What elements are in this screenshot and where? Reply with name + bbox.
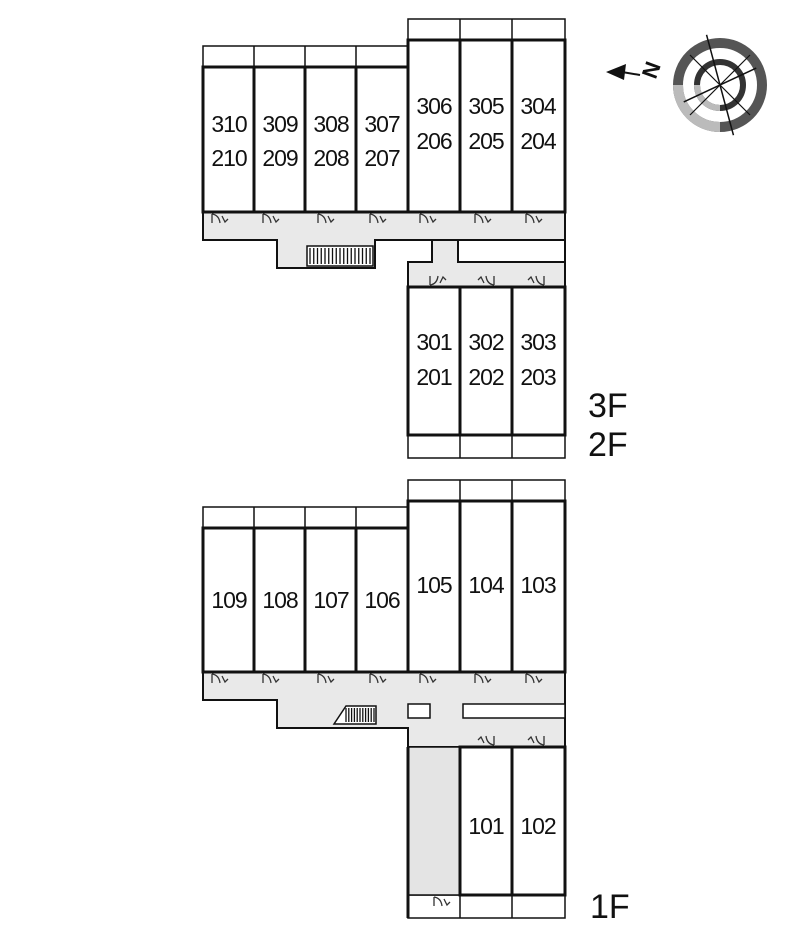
unit-101 bbox=[458, 745, 514, 897]
label-206: 206 bbox=[416, 128, 452, 154]
door-swing-icon bbox=[433, 896, 451, 907]
label-204: 204 bbox=[520, 128, 557, 154]
door-swing-icon bbox=[419, 673, 437, 684]
ground-stairs bbox=[332, 705, 377, 725]
floor-label-2f: 2F bbox=[588, 426, 628, 464]
floor-label-3f: 3F bbox=[588, 387, 628, 425]
unit-302-202 bbox=[458, 285, 514, 437]
ground-south-balcony bbox=[407, 894, 566, 919]
label-305: 305 bbox=[468, 93, 504, 119]
label-301: 301 bbox=[416, 329, 452, 355]
door-swing-icon bbox=[211, 673, 229, 684]
door-swing-icon bbox=[527, 735, 545, 746]
door-swing-icon bbox=[429, 275, 447, 286]
corridor-box bbox=[407, 703, 431, 719]
label-103: 103 bbox=[520, 572, 556, 598]
label-210: 210 bbox=[211, 145, 247, 171]
floor-label-1f: 1F bbox=[590, 888, 630, 926]
unit-304-204 bbox=[510, 38, 567, 214]
label-108: 108 bbox=[262, 587, 298, 613]
door-swing-icon bbox=[477, 275, 495, 286]
label-208: 208 bbox=[313, 145, 349, 171]
compass-rose-icon: N bbox=[606, 34, 767, 136]
unit-308-208 bbox=[303, 65, 358, 214]
unit-307-207 bbox=[354, 65, 410, 214]
label-205: 205 bbox=[468, 128, 504, 154]
unit-306-206 bbox=[406, 38, 462, 214]
upper-east-balcony bbox=[407, 18, 566, 41]
unit-305-205 bbox=[458, 38, 514, 214]
label-105: 105 bbox=[416, 572, 452, 598]
label-307: 307 bbox=[364, 111, 400, 137]
label-106: 106 bbox=[364, 587, 400, 613]
unit-109 bbox=[201, 526, 256, 674]
unit-102 bbox=[510, 745, 567, 897]
ground-doors bbox=[211, 673, 545, 907]
upper-south-balcony bbox=[407, 434, 566, 459]
ground-shared-space bbox=[407, 746, 461, 896]
upper-floor-plan: 310 210 309 209 308 208 307 207 306 206 … bbox=[201, 18, 628, 464]
door-swing-icon bbox=[317, 673, 335, 684]
label-202: 202 bbox=[468, 364, 504, 390]
unit-103 bbox=[510, 499, 567, 674]
unit-108 bbox=[252, 526, 307, 674]
upper-doors bbox=[211, 213, 545, 286]
label-109: 109 bbox=[211, 587, 247, 613]
corridor-bench bbox=[462, 703, 566, 719]
door-swing-icon bbox=[474, 213, 492, 224]
label-104: 104 bbox=[468, 572, 505, 598]
label-303: 303 bbox=[520, 329, 556, 355]
label-203: 203 bbox=[520, 364, 556, 390]
label-209: 209 bbox=[262, 145, 298, 171]
door-swing-icon bbox=[369, 673, 387, 684]
door-swing-icon bbox=[419, 213, 437, 224]
unit-303-203 bbox=[510, 285, 567, 437]
door-swing-icon bbox=[262, 213, 280, 224]
label-302: 302 bbox=[468, 329, 504, 355]
label-304: 304 bbox=[520, 93, 557, 119]
door-swing-icon bbox=[317, 213, 335, 224]
door-swing-icon bbox=[262, 673, 280, 684]
ground-corridor-area bbox=[202, 671, 566, 748]
door-swing-icon bbox=[477, 735, 495, 746]
label-207: 207 bbox=[364, 145, 400, 171]
label-101: 101 bbox=[468, 813, 504, 839]
door-swing-icon bbox=[211, 213, 229, 224]
door-swing-icon bbox=[474, 673, 492, 684]
label-310: 310 bbox=[211, 111, 247, 137]
compass-north-letter: N bbox=[637, 58, 666, 81]
unit-107 bbox=[303, 526, 358, 674]
ground-floor-plan: 109 108 107 106 105 104 103 101 102 1F bbox=[201, 479, 630, 926]
label-107: 107 bbox=[313, 587, 349, 613]
unit-105 bbox=[406, 499, 462, 674]
door-swing-icon bbox=[525, 213, 543, 224]
unit-104 bbox=[458, 499, 514, 674]
door-swing-icon bbox=[525, 673, 543, 684]
upper-stairs bbox=[306, 245, 374, 267]
ground-east-balcony bbox=[407, 479, 566, 502]
upper-corridor bbox=[202, 211, 566, 288]
label-308: 308 bbox=[313, 111, 349, 137]
label-309: 309 bbox=[262, 111, 298, 137]
label-201: 201 bbox=[416, 364, 452, 390]
label-102: 102 bbox=[520, 813, 556, 839]
label-306: 306 bbox=[416, 93, 452, 119]
unit-301-201 bbox=[406, 285, 462, 437]
unit-310-210 bbox=[201, 65, 256, 214]
door-swing-icon bbox=[369, 213, 387, 224]
door-swing-icon bbox=[527, 275, 545, 286]
unit-309-209 bbox=[252, 65, 307, 214]
